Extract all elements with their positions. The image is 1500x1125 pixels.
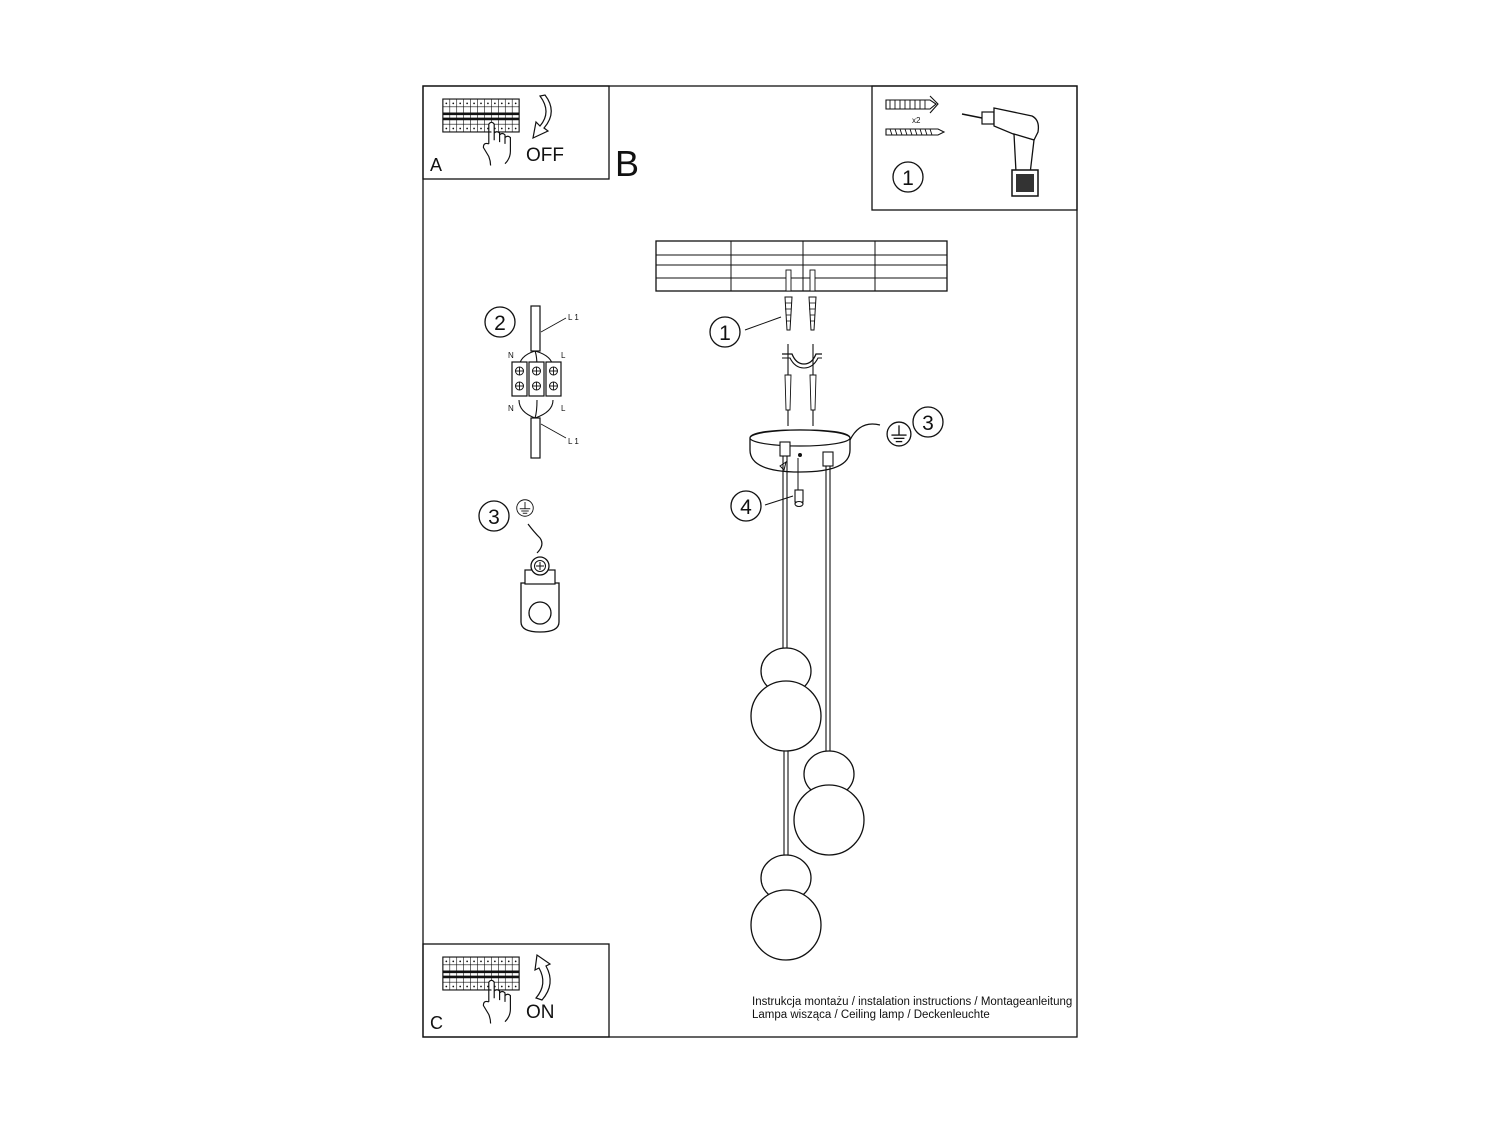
label-l1-bottom: L 1 (568, 437, 579, 446)
footer-line-1: Instrukcja montażu / instalation instruc… (752, 996, 1073, 1008)
on-label: ON (526, 1002, 555, 1023)
label-n-top: N (508, 351, 514, 360)
wall-plug-icon (885, 95, 939, 114)
label-n-bottom: N (508, 404, 514, 413)
wiring-detail: 2 L 1 N L N L L 1 (484, 305, 579, 459)
main-callout-1: 1 (719, 322, 731, 345)
drill-icon (961, 107, 1040, 197)
canopy: 3 (749, 406, 944, 473)
ceiling-block (655, 240, 948, 292)
off-label: OFF (526, 145, 564, 166)
ground-detail: 3 (478, 499, 560, 633)
pendant-globe-2 (793, 750, 865, 856)
wiring-callout-2: 2 (494, 312, 506, 335)
main-callout-4: 4 (740, 496, 752, 519)
arrow-up-icon (534, 953, 552, 1001)
label-l1-top: L 1 (568, 313, 579, 322)
panel-b-letter: B (615, 143, 639, 184)
fixing-screw: 4 (730, 458, 804, 522)
mounting-bracket (782, 344, 822, 426)
footer-caption: Instrukcja montażu / instalation instruc… (752, 996, 1072, 1022)
panel-a-letter: A (430, 155, 442, 175)
pendant-globe-3 (750, 854, 822, 961)
canopy-ground-icon (886, 421, 912, 447)
panel-a-power-off: A OFF (422, 85, 610, 180)
panel-c-power-on: C ON (422, 943, 610, 1038)
panel-c-letter: C (430, 1013, 443, 1033)
screw-icon (885, 128, 946, 136)
footer-line-2: Lampa wisząca / Ceiling lamp / Deckenleu… (752, 1009, 990, 1021)
ground-callout-3: 3 (488, 506, 500, 529)
label-l-bottom: L (561, 404, 566, 413)
label-l-top: L (561, 351, 566, 360)
main-callout-3: 3 (922, 412, 934, 435)
ground-symbol-icon (516, 499, 534, 517)
arrow-down-icon (532, 94, 552, 140)
pendant-globe-1 (750, 647, 822, 752)
tools-box: x2 1 (871, 85, 1078, 211)
tools-callout-1: 1 (902, 167, 914, 190)
quantity-label: x2 (912, 116, 921, 125)
page-frame (422, 85, 1078, 1038)
pendant-cables (782, 456, 831, 857)
wall-plugs: 1 (709, 296, 817, 348)
